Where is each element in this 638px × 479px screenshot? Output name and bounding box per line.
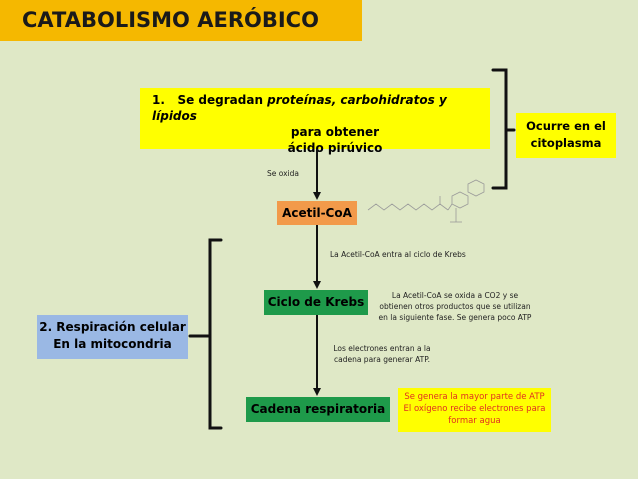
step1-line3: ácido pirúvico (287, 141, 383, 155)
krebs-box: Ciclo de Krebs (264, 290, 368, 315)
bracket-right (491, 68, 508, 190)
step1-number: 1. (152, 93, 165, 107)
citoplasma-box: Ocurre en el citoplasma (516, 113, 616, 158)
note-electrones-line2: cadena para generar ATP. (333, 355, 430, 364)
page-title: CATABOLISMO AERÓBICO (0, 0, 362, 41)
note-oxida: Se oxida (267, 169, 299, 178)
respiracion-line2: En la mitocondria (53, 337, 172, 351)
note-electrones: Los electrones entran a la cadena para g… (327, 343, 437, 365)
step1-box: 1. Se degradan proteínas, carbohidratos … (140, 88, 490, 155)
final-line3: formar agua (448, 416, 501, 426)
final-line1: Se genera la mayor parte de ATP (404, 392, 545, 402)
citoplasma-line2: citoplasma (530, 136, 602, 150)
note-krebs-line1: La Acetil-CoA se oxida a CO2 y se (391, 291, 519, 300)
molecule-icon (367, 179, 485, 223)
step1-line1-em: proteínas, carbohidratos y lípidos (152, 93, 447, 123)
cadena-box: Cadena respiratoria (246, 397, 390, 422)
step1-line1: 1. Se degradan proteínas, carbohidratos … (140, 92, 490, 124)
step1-line2: para obtener (290, 125, 380, 139)
final-line2: El oxígeno recibe electrones para (403, 404, 546, 414)
acetil-coa-box: Acetil-CoA (277, 201, 357, 225)
respiracion-line1: 2. Respiración celular (39, 320, 186, 334)
note-krebs-line3: en la siguiente fase. Se genera poco ATP (378, 313, 532, 322)
final-box: Se genera la mayor parte de ATP El oxíge… (398, 388, 551, 432)
note-ciclo: La Acetil-CoA entra al ciclo de Krebs (330, 250, 466, 259)
note-krebs: La Acetil-CoA se oxida a CO2 y se obtien… (370, 290, 540, 323)
note-krebs-line2: obtienen otros productos que se utilizan (379, 302, 531, 311)
step1-line1-pre: Se degradan (177, 93, 268, 107)
bracket-left (208, 238, 223, 430)
respiracion-box: 2. Respiración celular En la mitocondria (37, 315, 188, 359)
note-electrones-line1: Los electrones entran a la (333, 344, 431, 353)
citoplasma-line1: Ocurre en el (526, 119, 606, 133)
